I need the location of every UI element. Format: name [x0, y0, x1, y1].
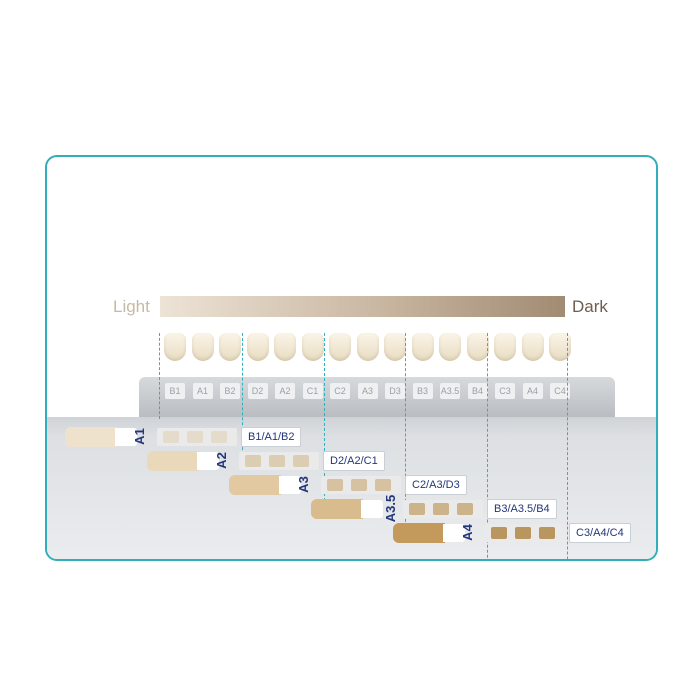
- tooth-3: [246, 333, 269, 361]
- shade-stick-label: A2: [213, 452, 229, 469]
- shade-stick-label: A4: [459, 524, 475, 541]
- tooth-4: [274, 333, 296, 361]
- shade-tab: C2: [330, 383, 350, 399]
- shade-swatch: [245, 455, 261, 467]
- shade-tab: A3.5: [440, 383, 460, 399]
- tooth-13: [521, 333, 544, 361]
- shade-tab: C3: [495, 383, 515, 399]
- shade-swatch: [163, 431, 179, 443]
- shade-tab: C4: [550, 383, 570, 399]
- tooth-9: [411, 333, 434, 361]
- shade-group-label: C3/A4/C4: [569, 523, 631, 543]
- shade-swatch: [187, 431, 203, 443]
- shade-stick-shaft: [279, 476, 301, 494]
- group-divider-line: [487, 333, 488, 559]
- shade-swatch: [269, 455, 285, 467]
- shade-tab: B2: [220, 383, 240, 399]
- tooth-5: [301, 333, 324, 361]
- shade-swatch: [433, 503, 449, 515]
- tooth-0: [164, 333, 186, 361]
- shade-group-label: B3/A3.5/B4: [487, 499, 557, 519]
- group-divider-line: [324, 333, 325, 501]
- shade-stick-shaft: [443, 524, 465, 542]
- shade-swatch: [293, 455, 309, 467]
- group-divider-line: [159, 333, 160, 419]
- group-divider-line: [405, 333, 406, 542]
- shade-tab: A1: [192, 383, 213, 399]
- tooth-11: [466, 333, 489, 361]
- shade-tab: B4: [467, 383, 488, 399]
- shade-stick-label: A3: [295, 476, 311, 493]
- shade-group-label: B1/A1/B2: [241, 427, 302, 447]
- shade-swatch: [327, 479, 343, 491]
- light-dark-gradient-bar: [160, 296, 565, 317]
- shade-stick-shaft: [197, 452, 219, 470]
- shade-swatch: [491, 527, 507, 539]
- shade-stick-handle: [311, 499, 363, 519]
- shade-swatch: [375, 479, 391, 491]
- shade-stick-label: A1: [131, 428, 147, 445]
- tooth-2: [219, 333, 241, 361]
- light-label: Light: [113, 297, 150, 316]
- shade-swatch: [539, 527, 555, 539]
- group-divider-line: [567, 333, 568, 559]
- shade-stick-handle: [229, 475, 281, 495]
- shade-tab: B3: [412, 383, 433, 399]
- shade-tab: D2: [247, 383, 268, 399]
- shade-tab: A3: [357, 383, 378, 399]
- shade-tab: D3: [385, 383, 405, 399]
- shade-swatch: [211, 431, 227, 443]
- shade-swatch: [409, 503, 425, 515]
- shade-stick-label: A3.5: [383, 494, 399, 523]
- shade-stick-handle: [147, 451, 199, 471]
- shade-tab: B1: [165, 383, 185, 399]
- shade-stick-handle: [393, 523, 445, 543]
- tooth-12: [494, 333, 516, 361]
- shade-tab: A2: [275, 383, 295, 399]
- shade-stick-handle: [65, 427, 117, 447]
- tooth-8: [384, 333, 406, 361]
- tooth-14: [549, 333, 571, 361]
- shade-swatch: [515, 527, 531, 539]
- shade-tab: C1: [302, 383, 323, 399]
- shade-swatch: [457, 503, 473, 515]
- shade-group-label: D2/A2/C1: [323, 451, 385, 471]
- shade-stick-shaft: [115, 428, 137, 446]
- tooth-7: [356, 333, 379, 361]
- tooth-6: [329, 333, 351, 361]
- shade-swatch: [351, 479, 367, 491]
- shade-stick-shaft: [361, 500, 383, 518]
- tooth-10: [439, 333, 461, 361]
- dark-label: Dark: [572, 297, 608, 316]
- group-divider-line: [242, 333, 243, 460]
- tooth-1: [191, 333, 214, 361]
- shade-group-label: C2/A3/D3: [405, 475, 467, 495]
- shade-tab: A4: [522, 383, 543, 399]
